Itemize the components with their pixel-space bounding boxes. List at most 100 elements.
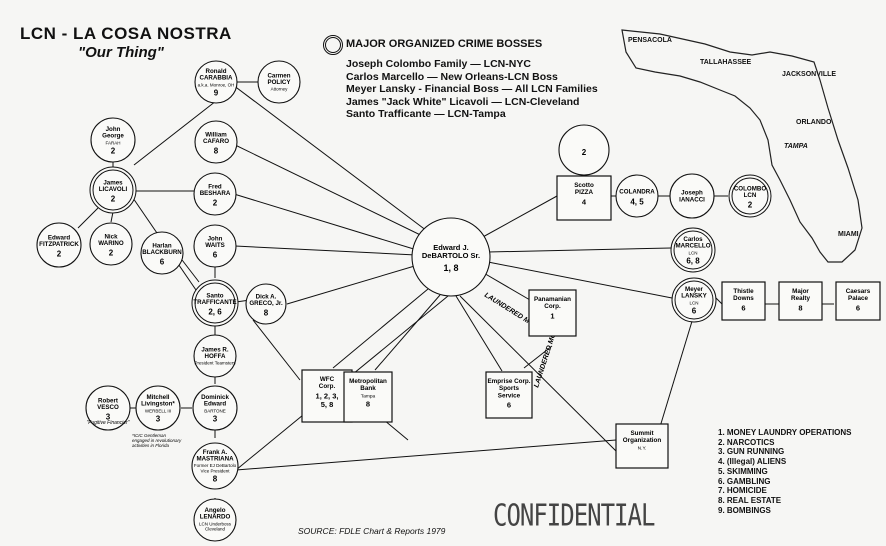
- confidential-stamp: CONFIDENTIAL: [493, 498, 655, 533]
- node-activity-codes: 2: [111, 147, 116, 156]
- activity-item: 7. HOMICIDE: [718, 486, 767, 496]
- node-circle: [191, 279, 239, 327]
- node-label: James R.: [201, 346, 228, 353]
- node-label: LCN: [744, 192, 757, 199]
- node-label: John: [208, 235, 223, 242]
- node-label: BLACKBURN: [142, 249, 182, 256]
- node-debartolo: Edward J.DeBARTOLO Sr.1, 8: [411, 217, 491, 297]
- box-rect: [615, 423, 669, 469]
- map-city-pensacola: PENSACOLA: [628, 37, 672, 44]
- activity-item: 1. MONEY LAUNDRY OPERATIONS: [718, 428, 852, 437]
- werbell-note: *ICIC Gentleman engaged in revolutionary…: [132, 433, 183, 448]
- box-label: Bank: [360, 385, 376, 392]
- node-circle: [140, 231, 184, 275]
- node-label: Livingston*: [141, 401, 175, 408]
- boss-colombo: Joseph Colombo Family — LCN-NYC: [346, 58, 531, 70]
- box-rect: [556, 175, 612, 221]
- boss-trafficante: Santo Trafficante — LCN-Tampa: [346, 108, 506, 120]
- activity-item: 4. (Illegal) ALIENS: [718, 457, 787, 467]
- node-label: Carlos: [683, 236, 703, 243]
- node-circle: [85, 385, 131, 431]
- node-label: Vice President: [201, 468, 231, 473]
- node-activity-codes: 2: [582, 148, 587, 157]
- node-label: HOFFA: [205, 353, 226, 360]
- box-activity-codes: 6: [856, 303, 860, 312]
- node-label: Angelo: [205, 507, 226, 514]
- box-label: N.Y.: [638, 445, 647, 451]
- node-activity-codes: 6, 8: [686, 257, 700, 266]
- node-circle: [671, 277, 717, 323]
- node-activity-codes: 3: [213, 415, 218, 424]
- node-label: Edward: [204, 401, 227, 408]
- box-activity-codes: 1, 2, 3,: [316, 391, 339, 400]
- box-label: Metropolitan: [349, 378, 387, 385]
- activity-item: 8. REAL ESTATE: [718, 495, 782, 505]
- node-label: James: [103, 179, 123, 186]
- node-circle: [193, 172, 237, 216]
- node-label: IANACCI: [679, 196, 705, 203]
- node-activity-codes: 3: [156, 415, 161, 424]
- node-label: Santo: [206, 292, 223, 299]
- node-circle: [193, 498, 237, 542]
- node-label: GRECO, Jr.: [249, 300, 283, 307]
- node-circle: [669, 173, 715, 219]
- node-label: VESCO: [97, 404, 119, 411]
- node-label: Frank A.: [203, 449, 228, 456]
- werbell-note-line: activities in Florida: [132, 443, 170, 448]
- node-label: Ronald: [206, 68, 227, 75]
- node-label: William: [205, 131, 227, 138]
- box-label: WFC: [320, 376, 335, 383]
- activity-legend: 1. MONEY LAUNDRY OPERATIONS 2. NARCOTICS…: [718, 428, 852, 515]
- box-label: Emprise Corp.: [487, 378, 530, 385]
- node-label: Dick A.: [256, 293, 277, 300]
- connection-lines: [77, 81, 834, 500]
- node-circle: [257, 60, 301, 104]
- node-label: COLANDRA: [619, 189, 655, 196]
- box-activity-codes: 4: [582, 197, 587, 206]
- node-activity-codes: 8: [264, 309, 269, 318]
- map-city-orlando: ORLANDO: [796, 119, 832, 126]
- node-greco: Dick A.GRECO, Jr. 8: [245, 283, 287, 325]
- box-rect: [721, 281, 766, 321]
- node-activity-codes: 2: [111, 195, 116, 204]
- node-circle: [728, 174, 772, 218]
- node-circle: [670, 227, 716, 273]
- node-label: Carmen: [267, 72, 290, 79]
- node-activity-codes: 2: [213, 199, 218, 208]
- node-circle: [89, 166, 137, 214]
- box-rect: [528, 289, 577, 337]
- box-rect: [778, 281, 823, 321]
- node-activity-codes: 2: [748, 201, 753, 210]
- box-label: Corp.: [544, 303, 561, 310]
- box-label: Realty: [791, 295, 810, 302]
- node-activity-codes: 8: [214, 147, 219, 156]
- box-activity-codes: 6: [507, 401, 511, 410]
- box-label: Caesars: [846, 288, 871, 295]
- node-label: Dominick: [201, 394, 229, 401]
- box-label: Sports: [499, 385, 519, 392]
- box-label: Organization: [623, 437, 662, 444]
- activity-item: 5. SKIMMING: [718, 466, 768, 476]
- box-activity-codes: 5, 8: [321, 400, 334, 409]
- node-label: Joseph: [681, 190, 703, 197]
- node-circle: [89, 222, 133, 266]
- boss-ring: [674, 280, 714, 320]
- map-city-miami: MIAMI: [838, 231, 859, 238]
